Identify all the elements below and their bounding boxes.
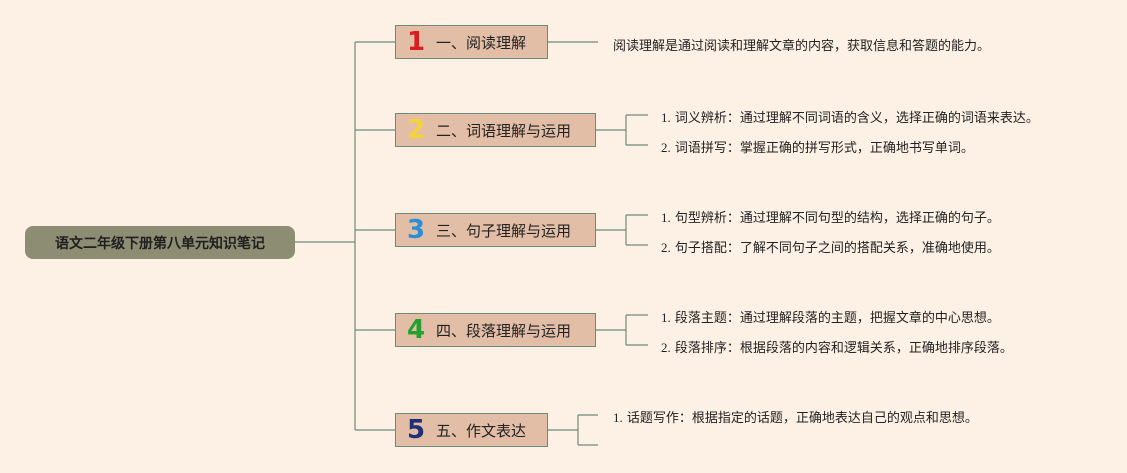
topic-node-5[interactable]: 5 五、作文表达 [395, 413, 548, 447]
leaf-index: 2. [661, 240, 671, 255]
leaf-index: 1. [661, 310, 671, 325]
leaf-text: 话题写作：根据指定的话题，正确地表达自己的观点和思想。 [626, 411, 978, 426]
leaf-text: 阅读理解是通过阅读和理解文章的内容，获取信息和答题的能力。 [613, 35, 990, 54]
leaf-item: 2. 词语拼写：掌握正确的拼写形式，正确地书写单词。 [661, 137, 974, 156]
root-title: 语文二年级下册第八单元知识笔记 [55, 235, 265, 252]
leaf-description: 阅读理解是通过阅读和理解文章的内容，获取信息和答题的能力。 [613, 39, 991, 54]
topic-label: 三、句子理解与运用 [436, 221, 572, 240]
root-node[interactable]: 语文二年级下册第八单元知识笔记 [25, 226, 295, 259]
leaf-text: 段落主题：通过理解段落的主题，把握文章的中心思想。 [674, 311, 1000, 326]
leaf-text: 句型辨析：通过理解不同句型的结构，选择正确的句子。 [674, 211, 1000, 226]
leaf-index: 2. [661, 140, 671, 155]
topic-node-1[interactable]: 1 一、阅读理解 [395, 25, 548, 59]
leaf-index: 1. [613, 410, 623, 425]
topic-node-4[interactable]: 4 四、段落理解与运用 [395, 313, 596, 347]
leaf-item: 2. 句子搭配：了解不同句子之间的搭配关系，准确地使用。 [661, 237, 1000, 256]
number-3-icon: 3 [406, 215, 426, 245]
leaf-index: 1. [661, 110, 671, 125]
leaf-item: 2. 段落排序：根据段落的内容和逻辑关系，正确地排序段落。 [661, 337, 1013, 356]
leaf-item: 1. 句型辨析：通过理解不同句型的结构，选择正确的句子。 [661, 207, 1000, 226]
number-5-icon: 5 [406, 415, 426, 445]
leaf-text: 词义辨析：通过理解不同词语的含义，选择正确的词语来表达。 [674, 111, 1039, 126]
leaf-text: 段落排序：根据段落的内容和逻辑关系，正确地排序段落。 [674, 341, 1013, 356]
topic-label: 二、词语理解与运用 [436, 121, 572, 140]
topic-label: 五、作文表达 [436, 421, 527, 440]
number-2-icon: 2 [406, 115, 426, 145]
leaf-item: 1. 话题写作：根据指定的话题，正确地表达自己的观点和思想。 [613, 407, 978, 426]
leaf-index: 1. [661, 210, 671, 225]
leaf-text: 句子搭配：了解不同句子之间的搭配关系，准确地使用。 [674, 241, 1000, 256]
leaf-item: 1. 词义辨析：通过理解不同词语的含义，选择正确的词语来表达。 [661, 107, 1039, 126]
leaf-text: 词语拼写：掌握正确的拼写形式，正确地书写单词。 [674, 141, 974, 156]
topic-label: 一、阅读理解 [436, 33, 527, 52]
leaf-item: 1. 段落主题：通过理解段落的主题，把握文章的中心思想。 [661, 307, 1000, 326]
topic-node-2[interactable]: 2 二、词语理解与运用 [395, 113, 596, 147]
topic-label: 四、段落理解与运用 [436, 321, 572, 340]
number-1-icon: 1 [406, 27, 426, 57]
topic-node-3[interactable]: 3 三、句子理解与运用 [395, 213, 596, 247]
number-4-icon: 4 [406, 315, 426, 345]
leaf-index: 2. [661, 340, 671, 355]
